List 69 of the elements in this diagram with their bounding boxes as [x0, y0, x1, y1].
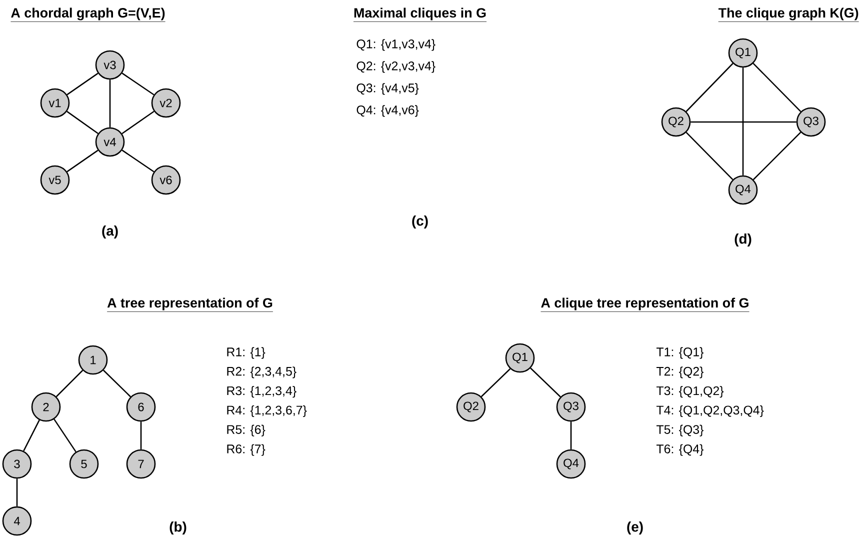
graph-edge	[752, 132, 802, 180]
graph-vertex: 1	[78, 345, 108, 375]
graph-edge	[122, 110, 154, 134]
graph-vertex: Q2	[661, 107, 691, 137]
set-list-item: R4: {1,2,3,6,7}	[227, 405, 307, 417]
graph-vertex: v1	[40, 88, 70, 118]
set-list-item: T2: {Q2}	[656, 366, 704, 378]
set-list-item: R2: {2,3,4,5}	[227, 366, 296, 378]
set-list-item: R6: {7}	[227, 444, 266, 456]
graph-edge	[140, 422, 142, 450]
graph-vertex: Q2	[456, 392, 486, 422]
graph-edge	[742, 68, 744, 176]
graph-vertex: v6	[151, 165, 181, 195]
graph-vertex: Q1	[728, 38, 758, 68]
graph-edge	[66, 72, 98, 96]
graph-vertex: 7	[126, 449, 156, 479]
graph-edge	[752, 62, 802, 112]
set-list-item: T5: {Q3}	[656, 424, 704, 436]
graph-edge	[686, 132, 734, 180]
graph-edge	[530, 368, 561, 398]
panel-heading: The clique graph K(G)	[718, 8, 860, 22]
graph-vertex: Q3	[796, 107, 826, 137]
graph-vertex: v4	[95, 127, 125, 157]
graph-vertex: Q3	[556, 392, 586, 422]
graph-edge	[16, 478, 18, 506]
graph-edge	[122, 150, 154, 172]
set-list-item: T6: {Q4}	[656, 444, 704, 456]
graph-edge	[480, 368, 511, 398]
set-list-item: T3: {Q1,Q2}	[656, 386, 724, 398]
graph-vertex: v2	[151, 88, 181, 118]
graph-edge	[686, 63, 734, 112]
graph-edge	[66, 110, 98, 134]
graph-vertex: 4	[2, 506, 32, 536]
panel-heading: A chordal graph G=(V,E)	[10, 8, 166, 22]
graph-vertex: Q4	[556, 449, 586, 479]
graph-edge	[570, 422, 572, 450]
set-list-item: R3: {1,2,3,4}	[227, 386, 296, 398]
set-list-item: R1: {1}	[227, 347, 266, 359]
graph-vertex: Q1	[505, 343, 535, 373]
graph-vertex: v3	[95, 50, 125, 80]
set-list-item: T1: {Q1}	[656, 347, 704, 359]
set-list-item: T4: {Q1,Q2,Q3,Q4}	[656, 405, 764, 417]
graph-edge	[23, 420, 40, 452]
graph-vertex: 5	[69, 449, 99, 479]
panel-label: (e)	[627, 522, 643, 534]
panel-heading: Maximal cliques in G	[353, 8, 487, 22]
panel-heading: A clique tree representation of G	[540, 298, 750, 312]
set-list-item: Q4: {v4,v6}	[356, 105, 419, 117]
graph-edge	[103, 370, 131, 398]
set-list-item: Q1: {v1,v3,v4}	[356, 39, 436, 51]
set-list-item: R5: {6}	[227, 424, 266, 436]
panel-label: (d)	[734, 234, 752, 246]
graph-edge	[66, 150, 98, 172]
graph-edge	[122, 72, 154, 96]
graph-edge	[109, 80, 111, 128]
graph-vertex: 2	[31, 392, 61, 422]
graph-edge	[54, 418, 76, 452]
panel-heading: A tree representation of G	[106, 298, 274, 312]
set-list-item: Q2: {v2,v3,v4}	[356, 61, 436, 73]
graph-vertex: v5	[40, 165, 70, 195]
panel-label: (a)	[102, 226, 118, 238]
graph-vertex: Q4	[728, 175, 758, 205]
panel-label: (b)	[170, 522, 186, 534]
graph-edge	[690, 121, 796, 123]
panel-label: (c)	[412, 216, 428, 228]
graph-vertex: 6	[126, 392, 156, 422]
graph-edge	[56, 370, 84, 398]
graph-vertex: 3	[2, 449, 32, 479]
set-list-item: Q3: {v4,v5}	[356, 83, 419, 95]
